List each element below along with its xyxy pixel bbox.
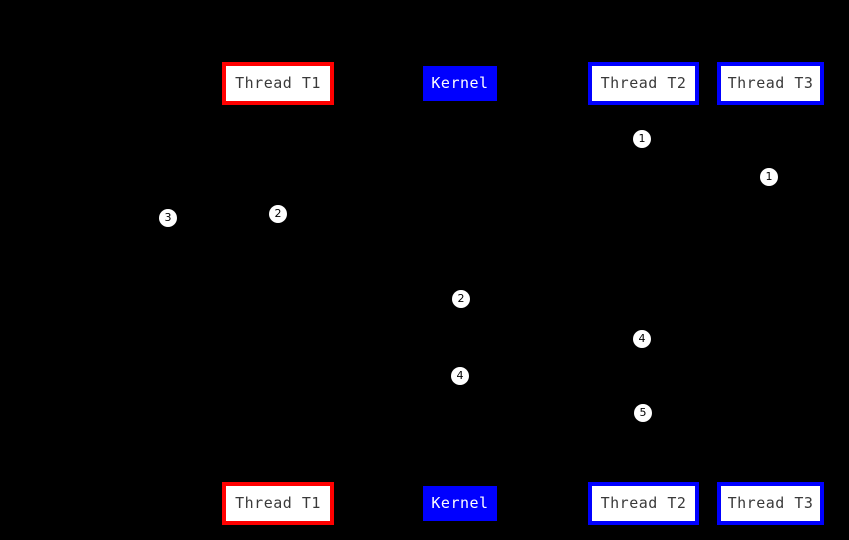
lifeline-notch-t3 <box>769 104 772 107</box>
lifeline-notch-t1 <box>277 104 280 107</box>
message-arrow-4-t1-to-kernel <box>278 299 460 300</box>
participant-box-top-thread-t1[interactable]: Thread T1 <box>222 62 334 105</box>
participant-label-thread-t3-bottom: Thread T3 <box>727 494 814 512</box>
participant-label-thread-t1-bottom: Thread T1 <box>235 494 321 512</box>
participant-label-kernel-top: Kernel <box>431 74 489 92</box>
participant-label-kernel-bottom: Kernel <box>431 494 489 512</box>
message-arrow-1-t3-to-t2 <box>643 139 770 140</box>
message-arrow-6-t2-to-kernel <box>460 376 643 377</box>
message-arrow-5-kernel-to-t2 <box>460 339 643 340</box>
message-badge-1-t3[interactable]: 1 <box>760 168 778 186</box>
message-badge-1-t2[interactable]: 1 <box>633 130 651 148</box>
participant-label-thread-t1-top: Thread T1 <box>235 74 321 92</box>
participant-box-bottom-thread-t1[interactable]: Thread T1 <box>222 482 334 525</box>
participant-label-thread-t3-top: Thread T3 <box>727 74 814 92</box>
message-badge-4-t2[interactable]: 4 <box>633 330 651 348</box>
participant-box-top-kernel[interactable]: Kernel <box>423 66 497 101</box>
participant-box-top-thread-t3[interactable]: Thread T3 <box>717 62 824 105</box>
participant-box-bottom-kernel[interactable]: Kernel <box>423 486 497 521</box>
participant-box-top-thread-t2[interactable]: Thread T2 <box>588 62 699 105</box>
participant-box-bottom-thread-t3[interactable]: Thread T3 <box>717 482 824 525</box>
lifeline-notch-t2 <box>642 104 645 107</box>
lifeline-t1 <box>278 105 279 482</box>
lifeline-notch-kernel <box>459 100 462 103</box>
participant-label-thread-t2-top: Thread T2 <box>600 74 687 92</box>
message-badge-2-kernel[interactable]: 2 <box>452 290 470 308</box>
message-badge-5-t2[interactable]: 5 <box>634 404 652 422</box>
lifeline-t2 <box>643 105 644 482</box>
message-badge-2-t1[interactable]: 2 <box>269 205 287 223</box>
lifeline-t3 <box>770 105 771 482</box>
participant-label-thread-t2-bottom: Thread T2 <box>600 494 687 512</box>
message-arrow-7-kernel-to-t2 <box>460 413 643 414</box>
message-badge-4-kernel[interactable]: 4 <box>451 367 469 385</box>
message-badge-3-t1[interactable]: 3 <box>159 209 177 227</box>
message-arrow-3-t1-self <box>168 214 278 215</box>
message-arrow-2-t2-to-t1 <box>278 177 643 178</box>
participant-box-bottom-thread-t2[interactable]: Thread T2 <box>588 482 699 525</box>
